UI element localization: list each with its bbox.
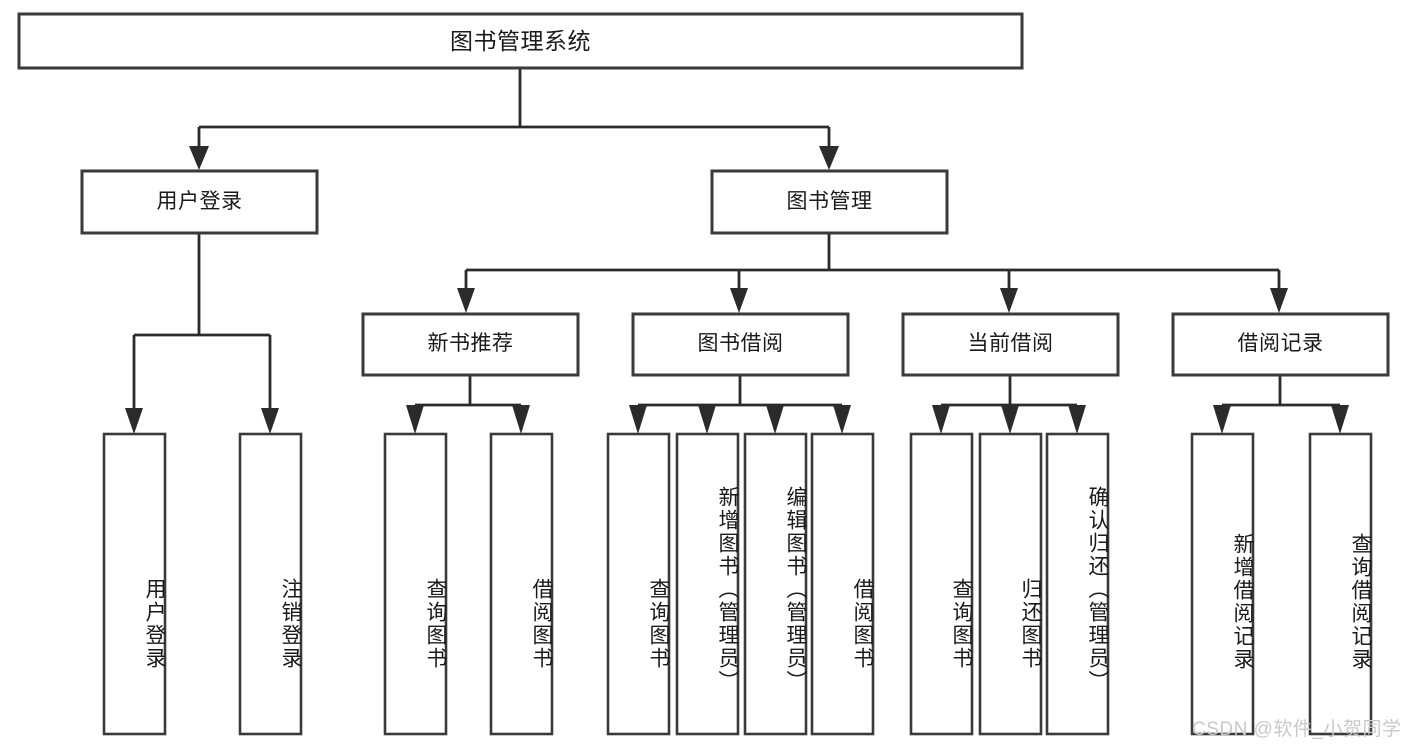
arrow-head-book-borrow [730,288,748,313]
arrow-head-current-borrow [1000,288,1018,313]
node-box-leaf-user-logout[interactable] [238,432,303,736]
connector-group-current-borrow [932,375,1086,434]
node-box-leaf-add-record[interactable] [1190,432,1255,736]
node-box-leaf-query-record[interactable] [1308,432,1373,736]
node-box-leaf-add-book[interactable] [675,432,740,736]
connector-group-borrow-record [1213,375,1349,434]
arrow-head-leaf-user-login [125,408,143,434]
arrow-head-leaf-add-book [698,405,716,434]
node-box-leaf-query-book-3[interactable] [909,432,974,736]
connector-group-root [189,68,839,170]
arrow-head-borrow-record [1270,288,1288,313]
arrow-head-leaf-query-book-1 [406,405,424,434]
node-box-borrow-record[interactable] [1171,312,1390,377]
node-box-current-borrow[interactable] [901,312,1120,377]
node-box-leaf-borrow-book-1[interactable] [489,432,554,736]
node-box-root[interactable] [17,12,1024,70]
arrow-head-leaf-add-record [1213,405,1231,434]
node-box-leaf-return-book[interactable] [978,432,1043,736]
arrow-head-leaf-borrow-book-2 [833,405,851,434]
node-box-book-manage[interactable] [710,169,949,235]
arrow-head-leaf-query-book-2 [629,405,647,434]
node-box-leaf-confirm-return[interactable] [1045,432,1110,736]
arrow-head-leaf-confirm-return [1068,405,1086,434]
connector-group-user-login [125,233,279,434]
node-box-user-login[interactable] [80,169,319,235]
connector-group-book-borrow [629,375,851,434]
connector-group-book-manage [457,233,1288,313]
arrow-head-leaf-user-logout [261,408,279,434]
arrow-head-book-manage [819,146,839,170]
arrow-head-new-book-recommend [457,288,475,313]
node-box-new-book-recommend[interactable] [361,312,580,377]
node-box-leaf-query-book-2[interactable] [606,432,671,736]
node-box-leaf-borrow-book-2[interactable] [810,432,875,736]
node-box-book-borrow[interactable] [631,312,850,377]
connector-group-new-book-recommend [406,375,530,434]
arrow-head-leaf-return-book [1001,405,1019,434]
node-box-leaf-query-book-1[interactable] [383,432,448,736]
arrow-head-leaf-borrow-book-1 [512,405,530,434]
arrow-head-leaf-query-record [1331,405,1349,434]
arrow-head-leaf-query-book-3 [932,405,950,434]
arrow-head-leaf-edit-book [766,405,784,434]
arrow-head-user-login [189,146,209,170]
node-box-leaf-user-login[interactable] [102,432,167,736]
node-box-leaf-edit-book[interactable] [743,432,808,736]
